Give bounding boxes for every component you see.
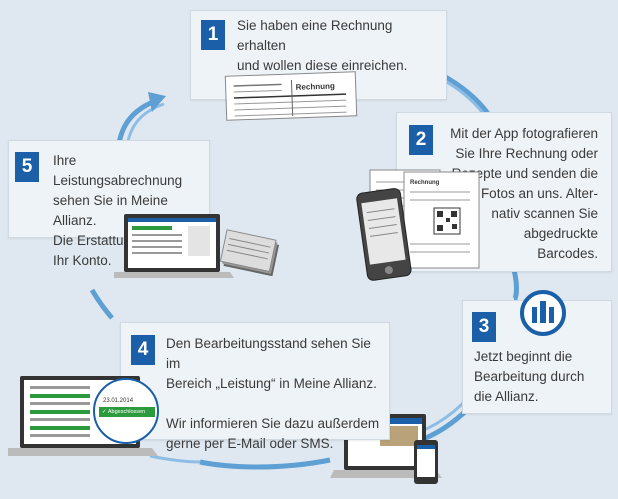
step-4-number: 4 bbox=[131, 335, 155, 365]
status-magnifier: 23.01.2014 ✓ Abgeschlossen bbox=[93, 378, 159, 444]
status-date: 23.01.2014 bbox=[103, 398, 134, 404]
invoice-label: Rechnung bbox=[296, 81, 336, 91]
step-2-text: Mit der App fotografieren Sie Ihre Rechn… bbox=[450, 126, 598, 261]
step-4-card bbox=[120, 322, 390, 440]
step-3-number: 3 bbox=[472, 312, 496, 342]
step-2-number: 2 bbox=[409, 125, 433, 155]
status-badge: ✓ Abgeschlossen bbox=[99, 407, 155, 417]
statement-laptop-illustration bbox=[114, 214, 280, 278]
allianz-logo-icon bbox=[520, 290, 566, 336]
invoice-illustration: Rechnung bbox=[224, 71, 358, 121]
step-1-text: Sie haben eine Rechnung erhalten und wol… bbox=[237, 18, 408, 73]
small-invoice-label: Rechnung bbox=[410, 180, 440, 186]
step-3-text: Jetzt beginnt die Bearbeitung durch die … bbox=[474, 349, 585, 404]
step-4-text: Den Bearbeitungsstand sehen Sie im Berei… bbox=[166, 336, 380, 451]
step-5-number: 5 bbox=[15, 152, 39, 182]
phone-scan-illustration: Rechnung bbox=[356, 169, 480, 281]
step-1-number: 1 bbox=[201, 20, 225, 50]
